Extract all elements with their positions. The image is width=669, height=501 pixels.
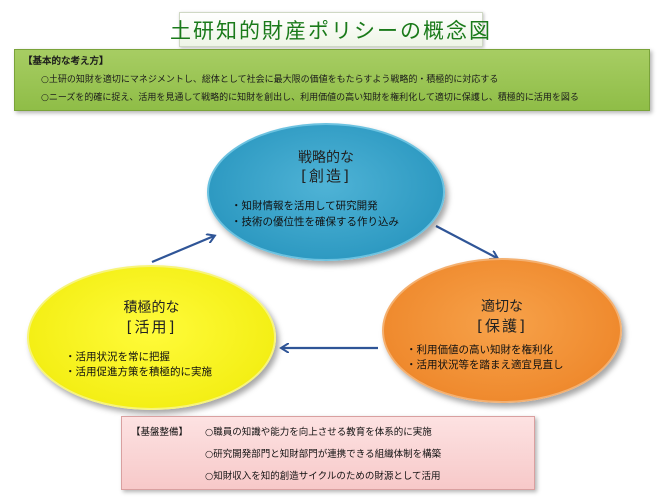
create-item-1: ・知財情報を活用して研究開発 — [231, 200, 378, 212]
basic-policy-line-2: ○ニーズを的確に捉え、活用を見通して戦略的に知財を創出し、利用価値の高い知財を権… — [41, 93, 579, 103]
foundation-line-1: ○職員の知識や能力を向上させる教育を体系的に実施 — [205, 427, 432, 438]
use-title-line1: 積極的な — [123, 300, 180, 316]
create-item-2: ・技術の優位性を確保する作り込み — [231, 216, 399, 228]
use-title-line2: [活用] — [126, 318, 177, 336]
diagram-title: 土研知的財産ポリシーの概念図 — [170, 18, 492, 43]
basic-policy-box: 【基本的な考え方】 ○土研の知財を適切にマネジメントし、総体として社会に最大限の… — [14, 49, 650, 111]
foundation-line-3: ○知財収入を知的創造サイクルのための財源として活用 — [205, 471, 441, 482]
foundation-line-2: ○研究開発部門と知財部門が連携できる組織体制を構築 — [205, 449, 442, 460]
foundation-box: 【基盤整備】 ○職員の知識や能力を向上させる教育を体系的に実施 ○研究開発部門と… — [121, 416, 535, 490]
foundation-heading: 【基盤整備】 — [131, 427, 189, 438]
arrow-use-to-create — [151, 236, 214, 264]
use-item-2: ・活用促進方策を積極的に実施 — [65, 366, 212, 378]
create-ellipse: 戦略的な [創造] ・知財情報を活用して研究開発 ・技術の優位性を確保する作り込… — [207, 123, 445, 261]
protect-title-line1: 適切な — [481, 299, 523, 315]
arrow-create-to-protect — [435, 225, 497, 258]
basic-policy-line-1: ○土研の知財を適切にマネジメントし、総体として社会に最大限の価値をもたらすよう戦… — [41, 75, 499, 85]
protect-ellipse: 適切な [保護] ・利用価値の高い知財を権利化 ・活用状況等を踏まえ適宜見直し — [382, 258, 622, 403]
protect-title-line2: [保護] — [477, 317, 527, 335]
protect-item-1: ・利用価値の高い知財を権利化 — [406, 344, 553, 356]
create-title-line2: [創造] — [301, 167, 351, 185]
use-ellipse: 積極的な [活用] ・活用状況を常に把握 ・活用促進方策を積極的に実施 — [27, 265, 276, 410]
create-title-line1: 戦略的な — [298, 150, 354, 166]
basic-policy-heading: 【基本的な考え方】 — [23, 56, 109, 67]
use-item-1: ・活用状況を常に把握 — [65, 351, 170, 363]
protect-item-2: ・活用状況等を踏まえ適宜見直し — [406, 359, 564, 371]
title-box: 土研知的財産ポリシーの概念図 — [170, 12, 490, 47]
